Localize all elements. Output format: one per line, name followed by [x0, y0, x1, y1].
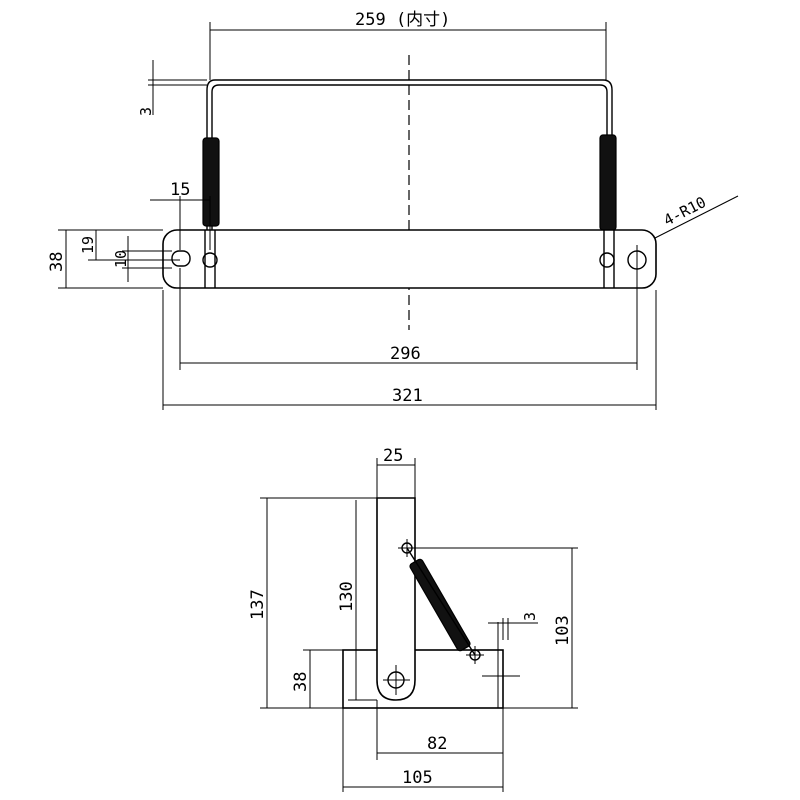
dim-spring-height: 103 — [553, 615, 573, 646]
dim-rod-thickness: 3 — [137, 107, 155, 116]
side-spring — [409, 558, 471, 652]
dim-hole-center-height: 19 — [79, 236, 97, 254]
dim-total-height: 137 — [248, 589, 268, 620]
dim-overall-length: 321 — [392, 386, 423, 406]
dim-arm-height: 130 — [337, 581, 357, 612]
dim-base-height: 38 — [291, 672, 311, 692]
handle-rod — [206, 79, 613, 230]
dim-arm-to-end: 82 — [427, 734, 447, 754]
dim-inner-width: 259 (内寸) — [355, 10, 450, 30]
handle-rod-inner — [211, 84, 608, 230]
side-view: 25 137 130 38 103 3 82 105 — [248, 446, 578, 792]
right-spring — [599, 134, 617, 231]
left-pin — [202, 252, 218, 268]
dim-height: 38 — [47, 252, 67, 272]
left-spring — [202, 137, 220, 227]
left-slot-hole — [171, 250, 191, 267]
front-view: 259 (内寸) 3 15 38 19 10 4-R10 296 — [47, 10, 739, 410]
dim-side-rod-thickness: 3 — [521, 612, 539, 621]
dim-hole-diameter: 10 — [112, 250, 130, 268]
dim-base-length: 105 — [402, 768, 433, 788]
spring-link — [406, 547, 476, 656]
dim-hole-offset: 15 — [170, 180, 190, 200]
right-pin — [599, 252, 615, 268]
dim-hole-pitch: 296 — [390, 344, 421, 364]
dim-corner-radius: 4-R10 — [661, 193, 709, 230]
leader-r10 — [654, 195, 739, 239]
base-bar — [162, 229, 657, 289]
dim-arm-width: 25 — [383, 446, 403, 466]
